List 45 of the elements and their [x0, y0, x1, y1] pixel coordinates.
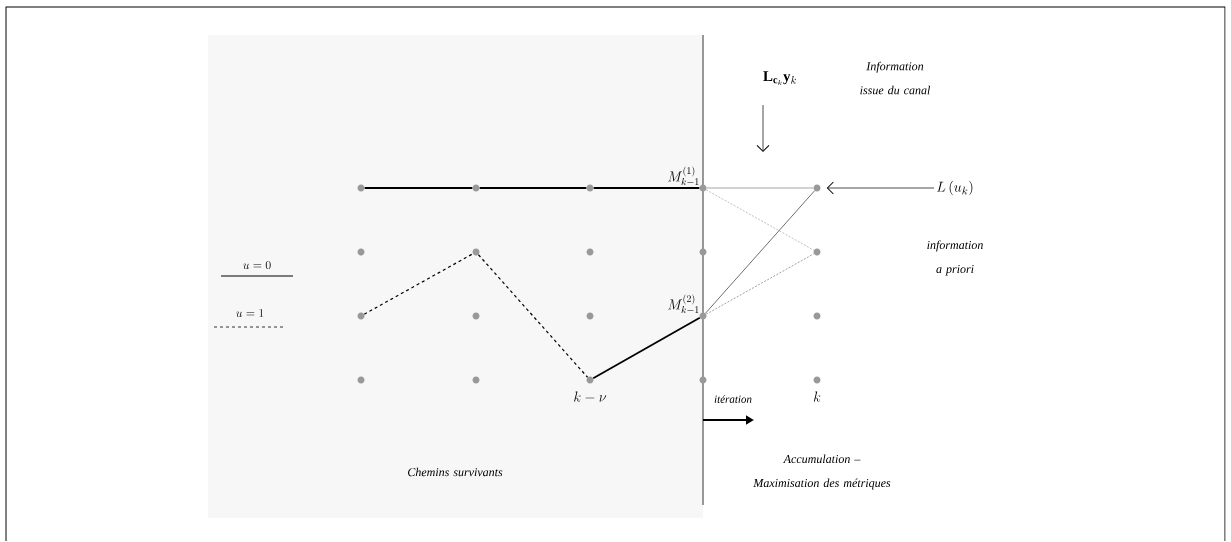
column-label: $k-\nu$ — [574, 391, 607, 402]
symbol-label: $L\left(u_k\right)$ — [936, 180, 973, 196]
trellis-node — [813, 248, 821, 256]
trellis-branch — [478, 187, 588, 189]
trellis-node — [586, 184, 594, 192]
metric-label: $M_{k-1}^{(1)}$ — [668, 166, 699, 186]
trellis-node — [357, 184, 365, 192]
trellis-node — [472, 248, 480, 256]
trellis-branch — [592, 316, 701, 380]
annotation-text: Chemins survivants — [408, 467, 503, 477]
trellis-node — [699, 248, 707, 256]
trellis-node — [586, 376, 594, 384]
trellis-branch — [363, 187, 474, 189]
trellis-node — [699, 184, 707, 192]
annotation-text: Information issue du canal — [860, 61, 931, 95]
trellis-branch — [706, 253, 815, 315]
trellis-node — [699, 376, 707, 384]
trellis-node — [472, 312, 480, 320]
column-label: $k$ — [813, 391, 821, 402]
trellis-node — [586, 248, 594, 256]
trellis-node — [699, 312, 707, 320]
arrow — [756, 104, 770, 152]
legend-text: $u = 1$ — [236, 308, 264, 317]
annotation-text: Accumulation – Maximisation des métriques — [753, 454, 891, 490]
trellis-node — [813, 184, 821, 192]
trellis-branch — [706, 189, 815, 251]
trellis-branch — [363, 253, 474, 315]
trellis-node — [472, 184, 480, 192]
trellis-branch — [706, 187, 814, 189]
trellis-node — [357, 312, 365, 320]
legend-text: $u = 0$ — [243, 260, 271, 270]
symbol-label: $\mathbf{L}_{\mathbf{c}_k}\mathbf{y}_k$ — [763, 71, 797, 85]
trellis-branch — [705, 190, 815, 314]
trellis-node — [357, 376, 365, 384]
trellis-node — [813, 376, 821, 384]
trellis-node — [813, 312, 821, 320]
trellis-node — [472, 376, 480, 384]
arrow — [826, 181, 935, 195]
trellis-branch — [592, 187, 701, 189]
metric-label: $M_{k-1}^{(2)}$ — [668, 294, 699, 314]
annotation-text: itération — [714, 395, 752, 403]
trellis-node — [357, 248, 365, 256]
annotation-text: information a priori — [927, 240, 983, 276]
trellis-branch — [477, 254, 589, 378]
trellis-node — [586, 312, 594, 320]
